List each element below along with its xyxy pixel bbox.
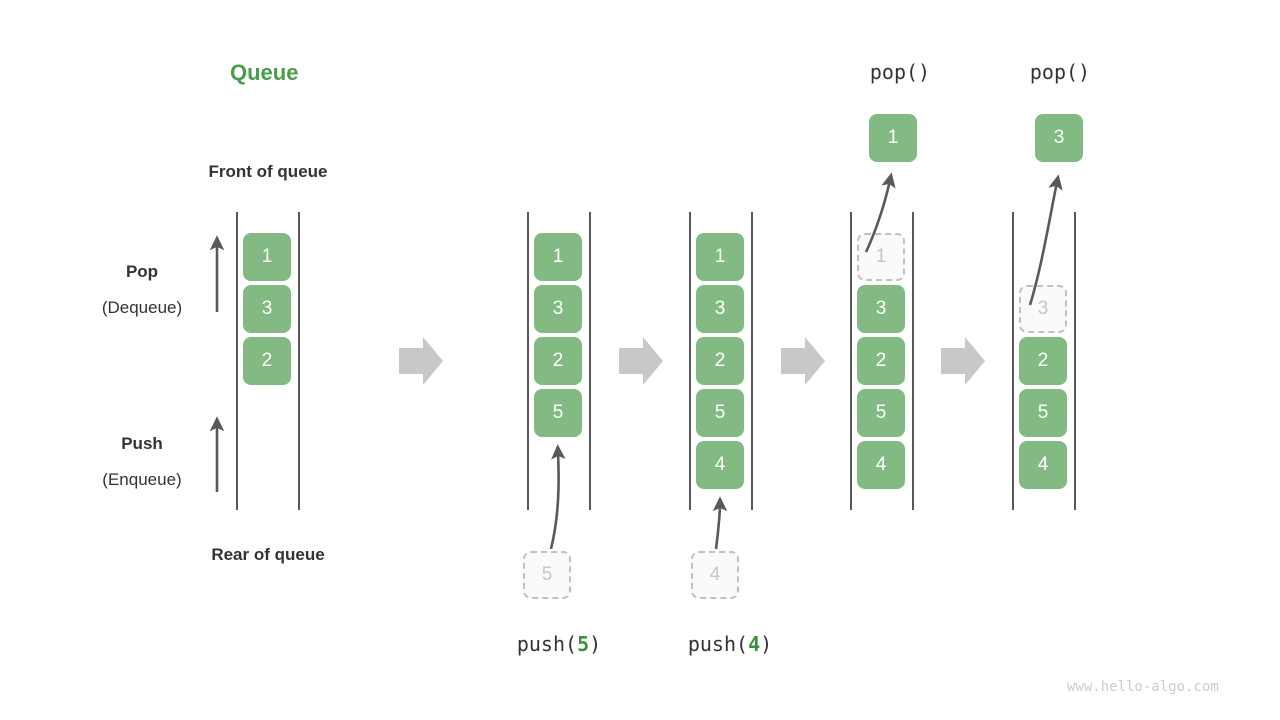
incoming-element-ghost: 5 xyxy=(523,551,571,599)
push-4-operation-label: push(4) xyxy=(630,632,830,656)
pop-1-operation-label: pop() xyxy=(869,60,931,84)
panel-4-rail-left xyxy=(850,212,852,510)
pop-3-operation-label: pop() xyxy=(1029,60,1091,84)
queue-cell: 4 xyxy=(857,441,905,489)
panel-1-rail-left xyxy=(236,212,238,510)
queue-cell: 3 xyxy=(696,285,744,333)
transition-arrow-3 xyxy=(781,337,825,385)
popped-element: 3 xyxy=(1035,114,1083,162)
pop-sublabel: (Dequeue) xyxy=(101,298,183,317)
pop-label: Pop xyxy=(125,262,159,281)
queue-cell: 2 xyxy=(1019,337,1067,385)
queue-cell: 2 xyxy=(857,337,905,385)
queue-cell: 3 xyxy=(243,285,291,333)
panel-4-rail-right xyxy=(912,212,914,510)
push-4-close: ) xyxy=(760,632,773,656)
queue-cell: 2 xyxy=(243,337,291,385)
queue-cell: 5 xyxy=(696,389,744,437)
queue-cell-removed: 3 xyxy=(1019,285,1067,333)
queue-cell: 1 xyxy=(534,233,582,281)
panel-5-rail-right xyxy=(1074,212,1076,510)
transition-arrow-4 xyxy=(941,337,985,385)
queue-cell: 3 xyxy=(857,285,905,333)
push-sublabel: (Enqueue) xyxy=(102,470,182,489)
push-5-operation-label: push(5) xyxy=(459,632,659,656)
incoming-element-ghost: 4 xyxy=(691,551,739,599)
push-4-text: push( xyxy=(687,632,749,656)
queue-cell: 5 xyxy=(534,389,582,437)
page-title: Queue xyxy=(230,60,299,85)
panel-3-rail-left xyxy=(689,212,691,510)
queue-cell: 5 xyxy=(1019,389,1067,437)
transition-arrow-1 xyxy=(399,337,443,385)
queue-cell: 3 xyxy=(534,285,582,333)
queue-cell-removed: 1 xyxy=(857,233,905,281)
popped-element: 1 xyxy=(869,114,917,162)
queue-cell: 5 xyxy=(857,389,905,437)
rear-of-queue-label: Rear of queue xyxy=(211,545,325,564)
panel-5-rail-left xyxy=(1012,212,1014,510)
queue-cell: 4 xyxy=(1019,441,1067,489)
push-5-arrow xyxy=(549,444,566,550)
queue-cell: 1 xyxy=(696,233,744,281)
queue-cell: 1 xyxy=(243,233,291,281)
panel-1-rail-right xyxy=(298,212,300,510)
queue-cell: 4 xyxy=(696,441,744,489)
panel-3-rail-right xyxy=(751,212,753,510)
queue-cell: 2 xyxy=(696,337,744,385)
push-label: Push xyxy=(121,434,163,453)
push-4-arg: 4 xyxy=(748,632,761,656)
front-of-queue-label: Front of queue xyxy=(208,162,328,181)
push-5-text: push( xyxy=(516,632,578,656)
panel-2-rail-right xyxy=(589,212,591,510)
push-4-arrow xyxy=(712,496,728,550)
push-5-close: ) xyxy=(589,632,602,656)
panel-2-rail-left xyxy=(527,212,529,510)
push-5-arg: 5 xyxy=(577,632,590,656)
transition-arrow-2 xyxy=(619,337,663,385)
queue-cell: 2 xyxy=(534,337,582,385)
watermark: www.hello-algo.com xyxy=(1067,679,1219,695)
